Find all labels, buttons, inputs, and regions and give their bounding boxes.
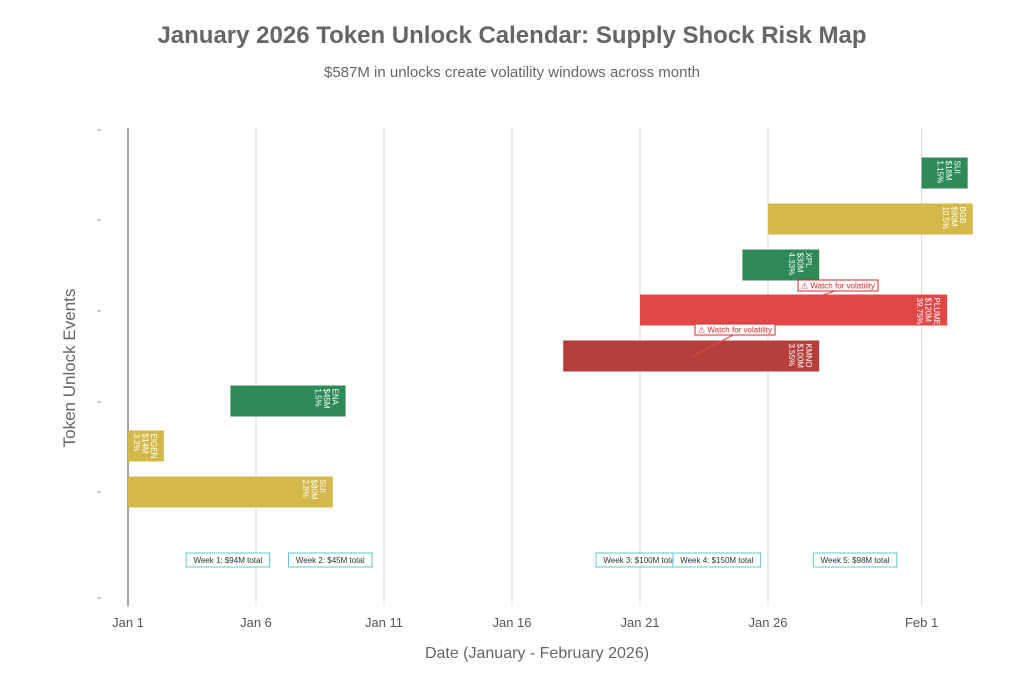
week-total-label: Week 5: $98M total bbox=[821, 556, 890, 565]
bar-label: EIGEN bbox=[149, 434, 158, 459]
warning-box bbox=[797, 279, 879, 292]
bar-label: 3.55% bbox=[787, 344, 796, 367]
week-total-box bbox=[812, 552, 898, 568]
bar-label: SUI bbox=[953, 161, 962, 174]
bar-label: $120M bbox=[924, 298, 933, 323]
week-total-label: Week 3: $100M total bbox=[603, 556, 676, 565]
week-total-box bbox=[185, 552, 271, 568]
bar-label: $100M bbox=[796, 344, 805, 369]
week-total-label: Week 2: $45M total bbox=[296, 556, 365, 565]
x-tick-label: Jan 11 bbox=[365, 615, 403, 630]
x-tick-label: Jan 1 bbox=[112, 615, 144, 630]
bar-label: 1.5% bbox=[314, 389, 323, 407]
warning-box bbox=[694, 323, 776, 336]
x-tick-label: Jan 21 bbox=[620, 615, 659, 630]
bar-label: SUI bbox=[318, 480, 327, 493]
week-total-box bbox=[288, 552, 373, 568]
x-tick-label: Feb 1 bbox=[905, 615, 938, 630]
unlock-bar-sui bbox=[128, 476, 333, 508]
bar-label: 10.5% bbox=[941, 207, 950, 230]
bar-label: 3.2% bbox=[132, 434, 141, 452]
unlock-bar-bgb bbox=[768, 203, 973, 235]
bar-label: PLUME bbox=[932, 298, 941, 326]
bar-label: 39.75% bbox=[915, 298, 924, 325]
chart-title: January 2026 Token Unlock Calendar: Supp… bbox=[157, 22, 867, 49]
bar-label: 4.33% bbox=[787, 253, 796, 276]
unlock-bar-plume bbox=[640, 294, 948, 326]
warning-label: ⚠ Watch for volatility bbox=[698, 326, 772, 335]
week-total-label: Week 4: $150M total bbox=[680, 556, 753, 565]
warning-label: ⚠ Watch for volatility bbox=[801, 282, 875, 291]
x-axis-label: Date (January - February 2026) bbox=[424, 645, 650, 662]
bar-label: $90M bbox=[949, 207, 958, 227]
bar-label: $14M bbox=[140, 434, 149, 454]
bar-label: $45M bbox=[322, 389, 331, 409]
unlock-bar-eigen bbox=[128, 430, 164, 462]
bar-label: 1.15% bbox=[936, 161, 945, 184]
week-total-label: Week 1: $94M total bbox=[193, 556, 262, 565]
unlock-bar-xpl bbox=[742, 249, 820, 281]
unlock-bar-kmno bbox=[563, 340, 820, 372]
week-total-box bbox=[672, 552, 762, 568]
x-tick-label: Jan 6 bbox=[240, 615, 272, 630]
bar-label: $30M bbox=[796, 253, 805, 273]
unlock-bar-ena bbox=[230, 385, 346, 417]
bar-label: 2.8% bbox=[301, 480, 310, 498]
bar-label: $18M bbox=[944, 161, 953, 181]
chart-subtitle: $587M in unlocks create volatility windo… bbox=[323, 64, 700, 81]
bar-label: ENA bbox=[331, 389, 340, 406]
x-tick-label: Jan 26 bbox=[748, 615, 787, 630]
bar-label: BGB bbox=[958, 207, 967, 224]
unlock-bar-sui bbox=[921, 157, 968, 189]
x-tick-label: Jan 16 bbox=[492, 615, 531, 630]
bar-label: KMNO bbox=[804, 344, 813, 368]
bar-label: XPL bbox=[804, 253, 813, 269]
bar-label: $80M bbox=[309, 480, 318, 500]
warning-arrow bbox=[692, 333, 736, 357]
